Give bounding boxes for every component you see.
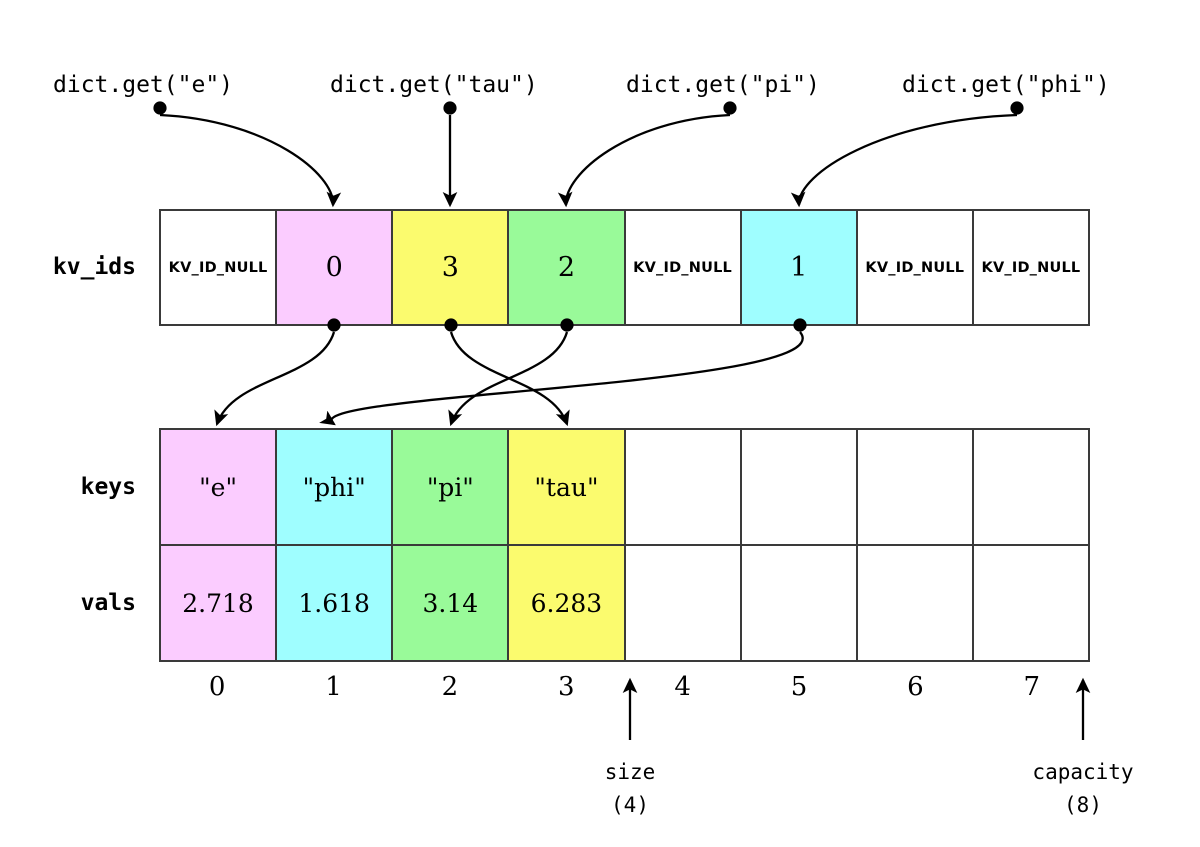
keys-cell-2: "pi"	[393, 430, 510, 544]
vals-value-1: 1.618	[298, 588, 370, 618]
index-label-5: 5	[790, 672, 808, 702]
keys-vals-table: "e" "phi" "pi" "tau" 2.718 1.618 3.14 6.283	[159, 428, 1090, 662]
vals-cell-2: 3.14	[393, 546, 510, 660]
size-value: (4)	[611, 793, 649, 817]
keys-cell-3: "tau"	[509, 430, 626, 544]
kv-ids-value-0: KV_ID_NULL	[168, 259, 268, 276]
kv-ids-cell-2: 3	[393, 211, 510, 324]
kv-ids-cell-3: 2	[509, 211, 626, 324]
index-label-7: 7	[1023, 672, 1041, 702]
kv-ids-array: KV_ID_NULL 0 3 2 KV_ID_NULL 1 KV_ID_NULL KV_ID_…	[159, 209, 1090, 326]
vals-cell-1: 1.618	[277, 546, 394, 660]
vals-cell-7	[973, 546, 1088, 660]
call-get-phi-arrow	[790, 113, 1018, 208]
size-label: size	[604, 760, 656, 784]
capacity-marker: capacity (8)	[983, 760, 1183, 817]
keys-cell-1: "phi"	[277, 430, 394, 544]
keys-cell-4	[625, 430, 742, 544]
kv-ids-cell-7: KV_ID_NULL	[973, 211, 1088, 324]
call-label-get-phi: dict.get("phi")	[902, 72, 1110, 98]
index-ruler: 0 1 2 3 4 5 6 7	[159, 672, 1090, 702]
link-slot1-to-kv0-arrow	[214, 331, 336, 427]
kv-ids-value-1: 0	[325, 252, 343, 283]
index-label-6: 6	[907, 672, 924, 702]
vals-cell-0: 2.718	[161, 546, 278, 660]
kv-ids-cell-0: KV_ID_NULL	[161, 211, 278, 324]
kv-ids-cell-5: 1	[741, 211, 858, 324]
call-get-e-arrow	[159, 113, 342, 208]
vals-value-2: 3.14	[422, 588, 479, 618]
call-label-get-tau: dict.get("tau")	[330, 72, 538, 98]
kv-ids-value-5: 1	[790, 252, 808, 283]
capacity-label: capacity	[1032, 760, 1134, 784]
kv-ids-cell-4: KV_ID_NULL	[625, 211, 742, 324]
keys-value-2: "pi"	[426, 472, 474, 502]
row-label-kv-ids: kv_ids	[52, 254, 136, 280]
keys-row: "e" "phi" "pi" "tau"	[161, 430, 1088, 546]
call-get-pi-dot	[723, 101, 737, 115]
keys-cell-6	[857, 430, 974, 544]
keys-cell-7	[973, 430, 1088, 544]
row-label-keys: keys	[80, 474, 136, 500]
vals-cell-3: 6.283	[509, 546, 626, 660]
index-label-1: 1	[325, 672, 342, 702]
index-label-2: 2	[441, 672, 459, 702]
vals-cell-5	[741, 546, 858, 660]
size-marker: size (4)	[530, 760, 730, 817]
call-label-get-pi: dict.get("pi")	[626, 72, 820, 98]
vals-row: 2.718 1.618 3.14 6.283	[161, 546, 1088, 660]
capacity-value: (8)	[1064, 793, 1102, 817]
vals-value-3: 6.283	[530, 588, 603, 618]
keys-value-3: "tau"	[534, 472, 599, 502]
keys-value-1: "phi"	[302, 472, 366, 502]
keys-cell-0: "e"	[161, 430, 278, 544]
call-label-get-e: dict.get("e")	[53, 72, 234, 98]
index-label-0: 0	[208, 672, 226, 702]
call-get-tau-dot	[443, 101, 457, 115]
link-slot3-to-kv2-arrow	[448, 331, 569, 427]
vals-value-0: 2.718	[182, 588, 254, 618]
index-label-4: 4	[674, 672, 691, 702]
vals-cell-4	[625, 546, 742, 660]
kv-ids-cell-1: 0	[277, 211, 394, 324]
call-get-pi-arrow	[557, 113, 731, 208]
vals-cell-6	[857, 546, 974, 660]
kv-ids-value-4: KV_ID_NULL	[633, 259, 732, 276]
keys-value-0: "e"	[199, 472, 237, 502]
index-label-3: 3	[558, 672, 575, 702]
kv-ids-value-3: 2	[557, 252, 576, 283]
row-label-vals: vals	[80, 590, 136, 616]
call-get-e-dot	[153, 101, 167, 115]
kv-ids-value-7: KV_ID_NULL	[981, 259, 1081, 276]
kv-ids-cell-6: KV_ID_NULL	[857, 211, 974, 324]
link-slot2-to-kv3-arrow	[449, 331, 570, 427]
keys-cell-5	[741, 430, 858, 544]
call-get-phi-dot	[1010, 101, 1024, 115]
kv-ids-value-6: KV_ID_NULL	[865, 259, 965, 276]
link-slot5-to-kv1-arrow	[319, 331, 804, 426]
kv-ids-value-2: 3	[441, 252, 459, 283]
